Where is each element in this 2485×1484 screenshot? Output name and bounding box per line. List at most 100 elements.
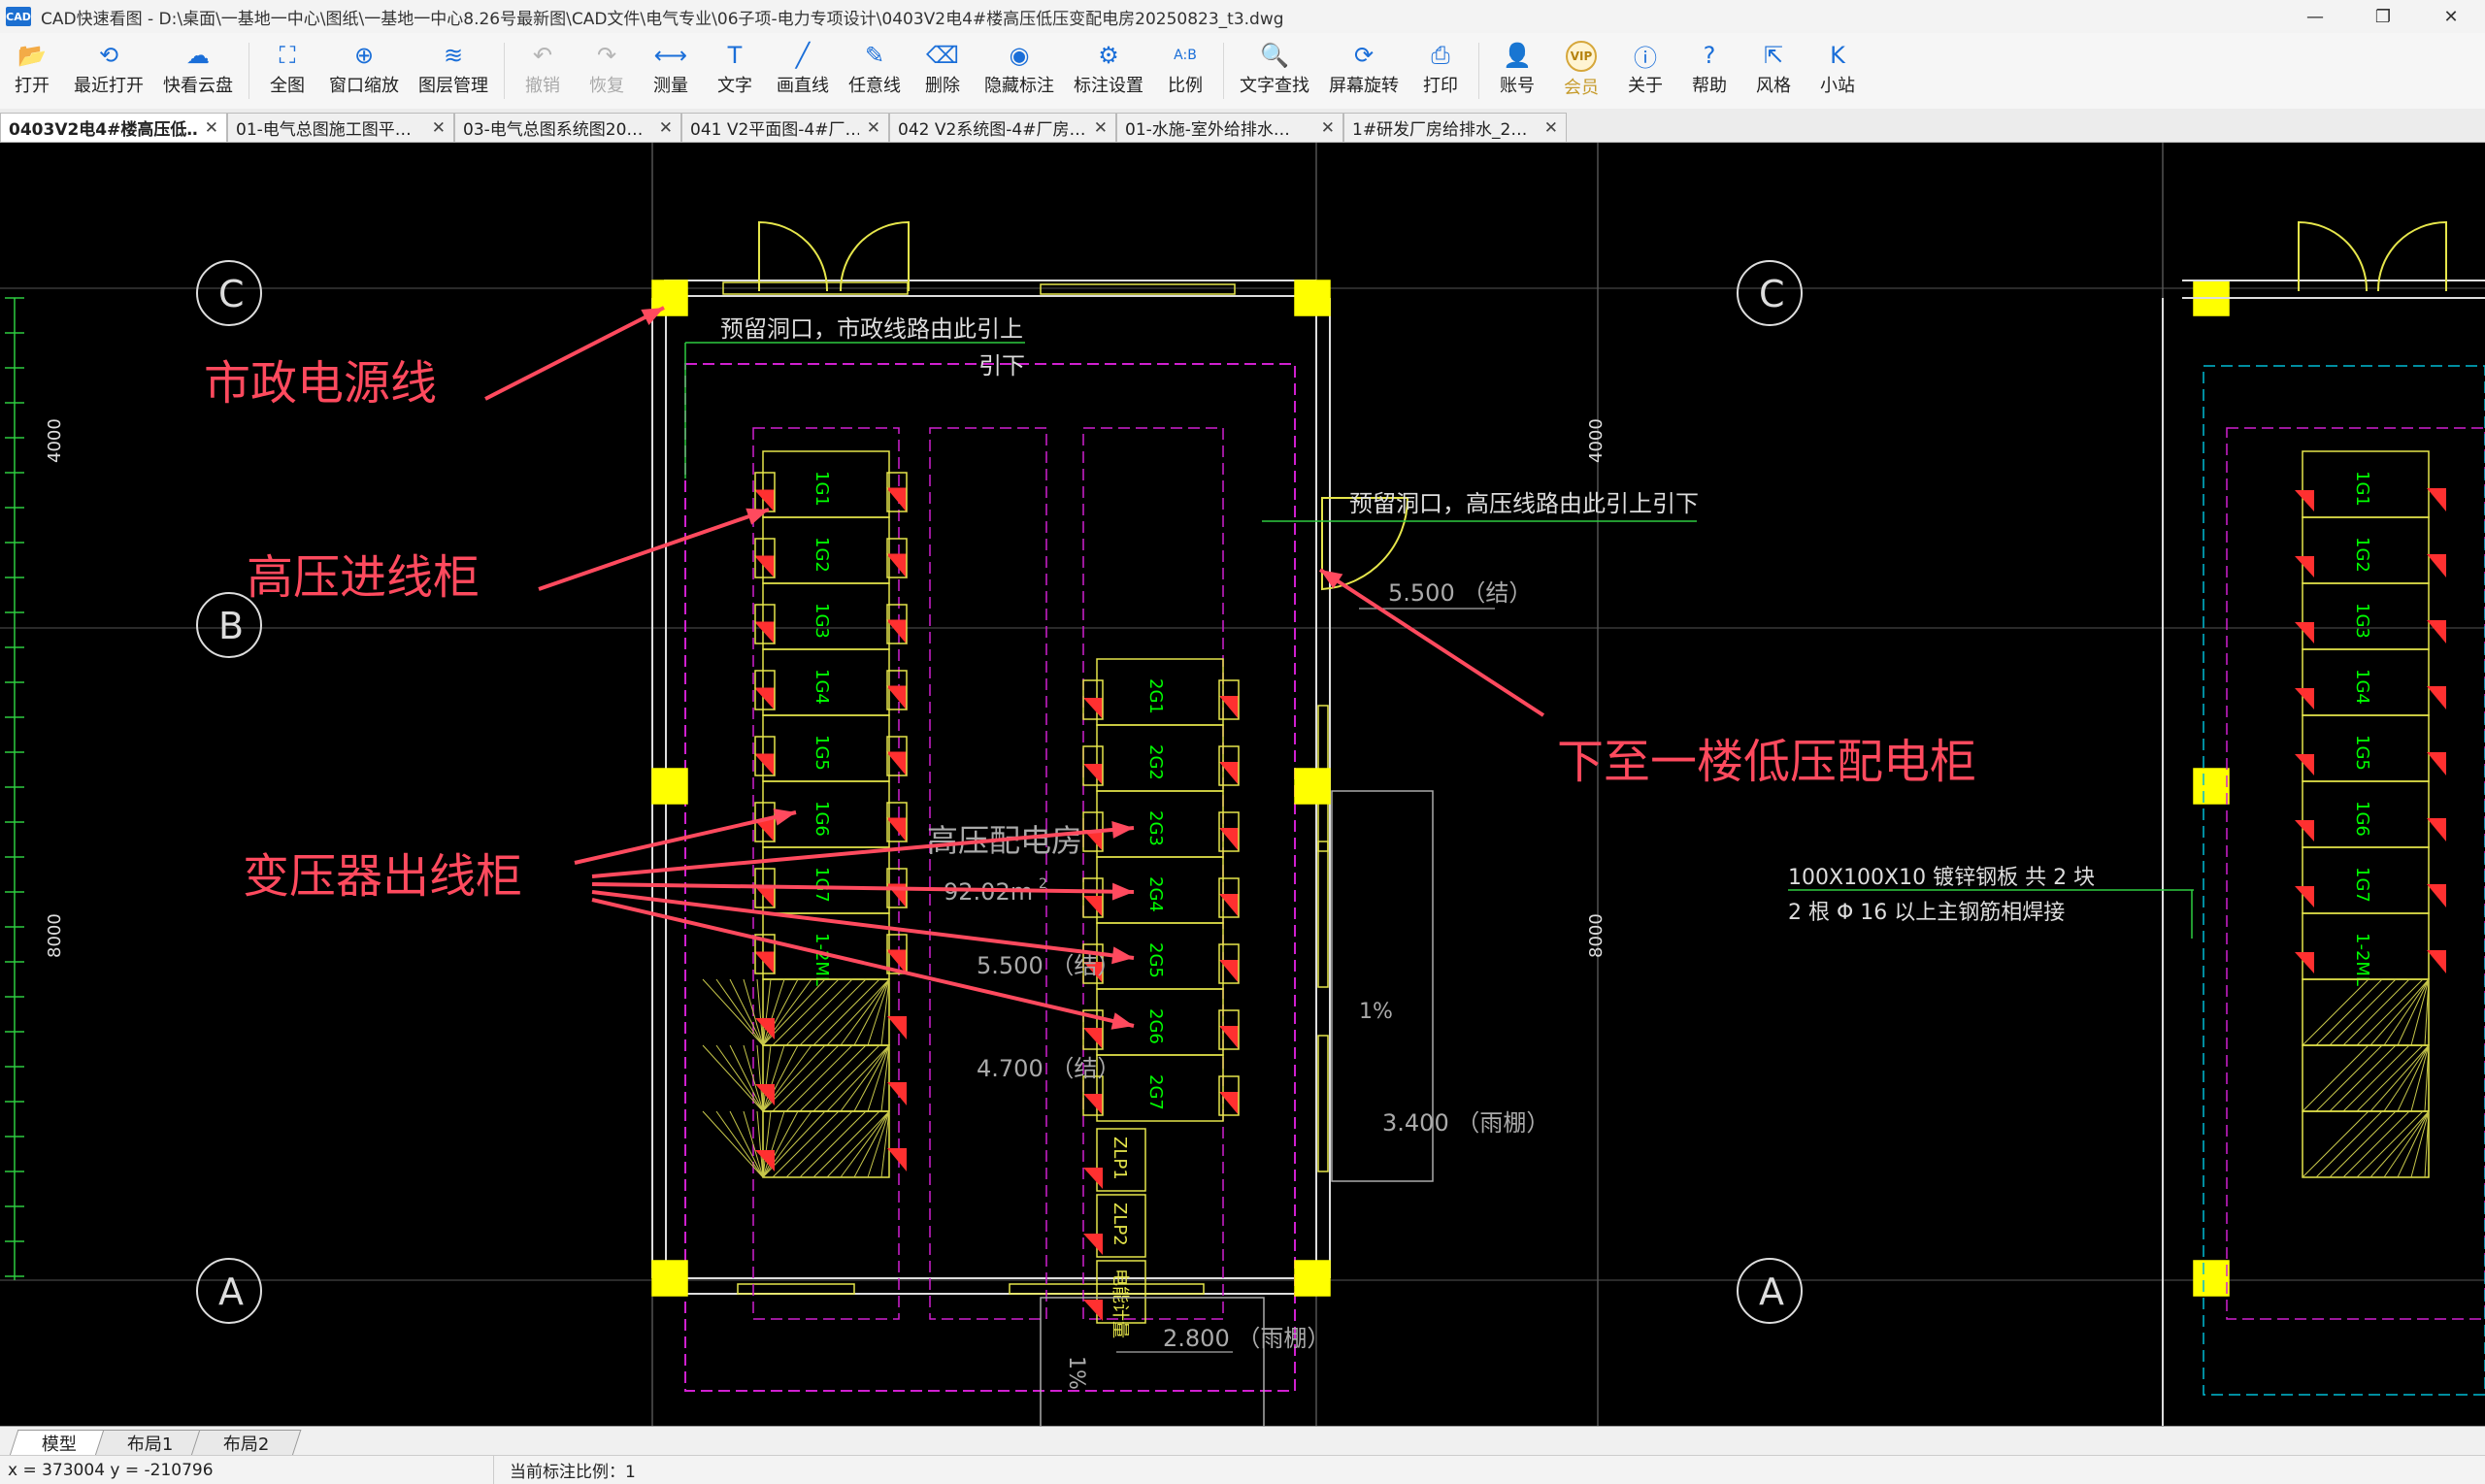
line-button[interactable]: ╱画直线 [767,33,839,97]
cabinet-label: 1G6 [812,801,832,837]
cabinet-marker [885,553,908,579]
grid-bubble [196,1258,262,1324]
print-button[interactable]: ⎙打印 [1408,33,1473,97]
measure-button[interactable]: ⟷测量 [639,33,703,97]
layout-tab[interactable]: 布局1 [94,1430,206,1456]
hatch-line [2369,978,2430,1046]
hatch-line [826,1044,890,1112]
fullview-button[interactable]: ⛶全图 [255,33,319,97]
dimension-label: 4000 [1586,418,1607,463]
maximize-button[interactable]: ❐ [2374,6,2392,27]
cabinet-label: 1G1 [2352,471,2372,507]
toolbar-separator [1478,43,1479,99]
line-icon: ╱ [795,42,811,69]
doc-tab[interactable]: 01-水施-室外给排水…✕ [1116,113,1343,142]
delete-button[interactable]: ⌫删除 [911,33,975,97]
hatch-line [762,1044,772,1112]
cabinet-marker [2295,754,2314,775]
cabinet-marker [1083,764,1103,785]
freeline-button[interactable]: ✎任意线 [839,33,911,97]
undo-button[interactable]: ↶撤销 [511,33,575,97]
close-tab-icon[interactable]: ✕ [658,117,673,138]
annotation-arrowhead [1110,1012,1134,1030]
hatch-line [702,1110,764,1178]
redo-button[interactable]: ↷恢复 [575,33,639,97]
cabinet-edge [886,934,908,974]
help-icon: ? [1703,42,1716,69]
doc-tab[interactable]: 1#研发厂房给排水_2…✕ [1343,113,1567,142]
annotation-to-lv-panel: 下至一楼低压配电柜 [1557,735,1976,789]
slope-text: 1% [1359,1000,1393,1024]
cabinet-marker [753,687,776,711]
vip-label: 会员 [1564,78,1599,98]
toolbar-separator [504,43,505,99]
cabinet-label: 1G4 [812,669,832,705]
text-button[interactable]: T 文字 [703,33,767,97]
text-icon: T [727,42,743,69]
cabinet-marker [1083,1028,1103,1049]
cabinet-edge [1218,943,1240,984]
doc-tab[interactable]: 01-电气总图施工图平…✕ [227,113,454,142]
annotation-arrow [591,898,1135,1028]
layout-tab[interactable]: 模型 [9,1430,110,1456]
recent-button[interactable]: ⟲最近打开 [64,33,153,97]
window-title: CAD快速看图 - D:\桌面\一基地一中心\图纸\一基地一中心8.26号最新图… [41,9,1284,29]
close-tab-icon[interactable]: ✕ [1093,117,1108,138]
column-block [1294,1260,1331,1297]
cabinet-rect [2302,1044,2430,1112]
annotation-arrowhead [1320,570,1343,589]
site-icon: K [1830,42,1845,69]
open-button[interactable]: 📂打开 [0,33,64,97]
layers-button[interactable]: ≋图层管理 [409,33,498,97]
cabinet-rect [2302,1110,2430,1178]
cabinet-marker [2427,488,2446,511]
help-button[interactable]: ?帮助 [1677,33,1741,97]
column-block [2193,1260,2230,1297]
door-arc [1321,497,1409,591]
cloud-label: 快看云盘 [163,76,233,96]
rotate-button[interactable]: ⟳屏幕旋转 [1319,33,1408,97]
cabinet-edge [1218,877,1240,918]
doc-tab[interactable]: 03-电气总图系统图20…✕ [454,113,681,142]
doc-tab[interactable]: 042 V2系统图-4#厂房…✕ [889,113,1116,142]
close-tab-icon[interactable]: ✕ [431,117,446,138]
hatch-line [2383,978,2430,1046]
hatch-line [762,1044,785,1112]
column-block [1294,280,1331,316]
window-zoom-button[interactable]: ⊕窗口缩放 [319,33,409,97]
account-button[interactable]: 👤账号 [1485,33,1549,97]
cloud-button[interactable]: ☁快看云盘 [153,33,243,97]
mark-settings-button[interactable]: ⚙标注设置 [1064,33,1153,97]
elevation-text: 5.500 （结） [1388,579,1532,607]
doc-tab[interactable]: 0403V2电4#楼高压低…✕ [0,113,227,142]
cabinet-marker [885,685,908,711]
minimize-button[interactable]: — [2306,6,2324,27]
hatch-line [2424,978,2430,1046]
cabinet-label: 1G2 [2352,537,2372,573]
annotation-arrowhead [773,808,796,826]
hatch-line [840,1044,890,1112]
close-tab-icon[interactable]: ✕ [1320,117,1335,138]
close-button[interactable]: ✕ [2443,6,2459,27]
cabinet-marker [887,1082,907,1105]
style-button[interactable]: ⇱风格 [1741,33,1806,97]
text-label: 文字 [717,76,752,96]
close-tab-icon[interactable]: ✕ [204,117,218,138]
cad-drawing[interactable]: 4000800040008000CBACA1G11G21G31G41G51G61… [0,143,2485,1426]
text-search-button[interactable]: 🔍文字查找 [1230,33,1319,97]
close-tab-icon[interactable]: ✕ [866,117,880,138]
cabinet-marker [753,951,776,975]
layout-tab[interactable]: 布局2 [191,1430,303,1456]
user-icon: 👤 [1503,42,1532,69]
doc-tab[interactable]: 041 V2平面图-4#厂…✕ [681,113,889,142]
cabinet-rect [1096,1194,1146,1258]
hide-mark-button[interactable]: ◉隐藏标注 [975,33,1064,97]
cabinet-marker [2295,820,2314,841]
close-tab-icon[interactable]: ✕ [1543,117,1558,138]
hatch-line [762,1044,799,1112]
